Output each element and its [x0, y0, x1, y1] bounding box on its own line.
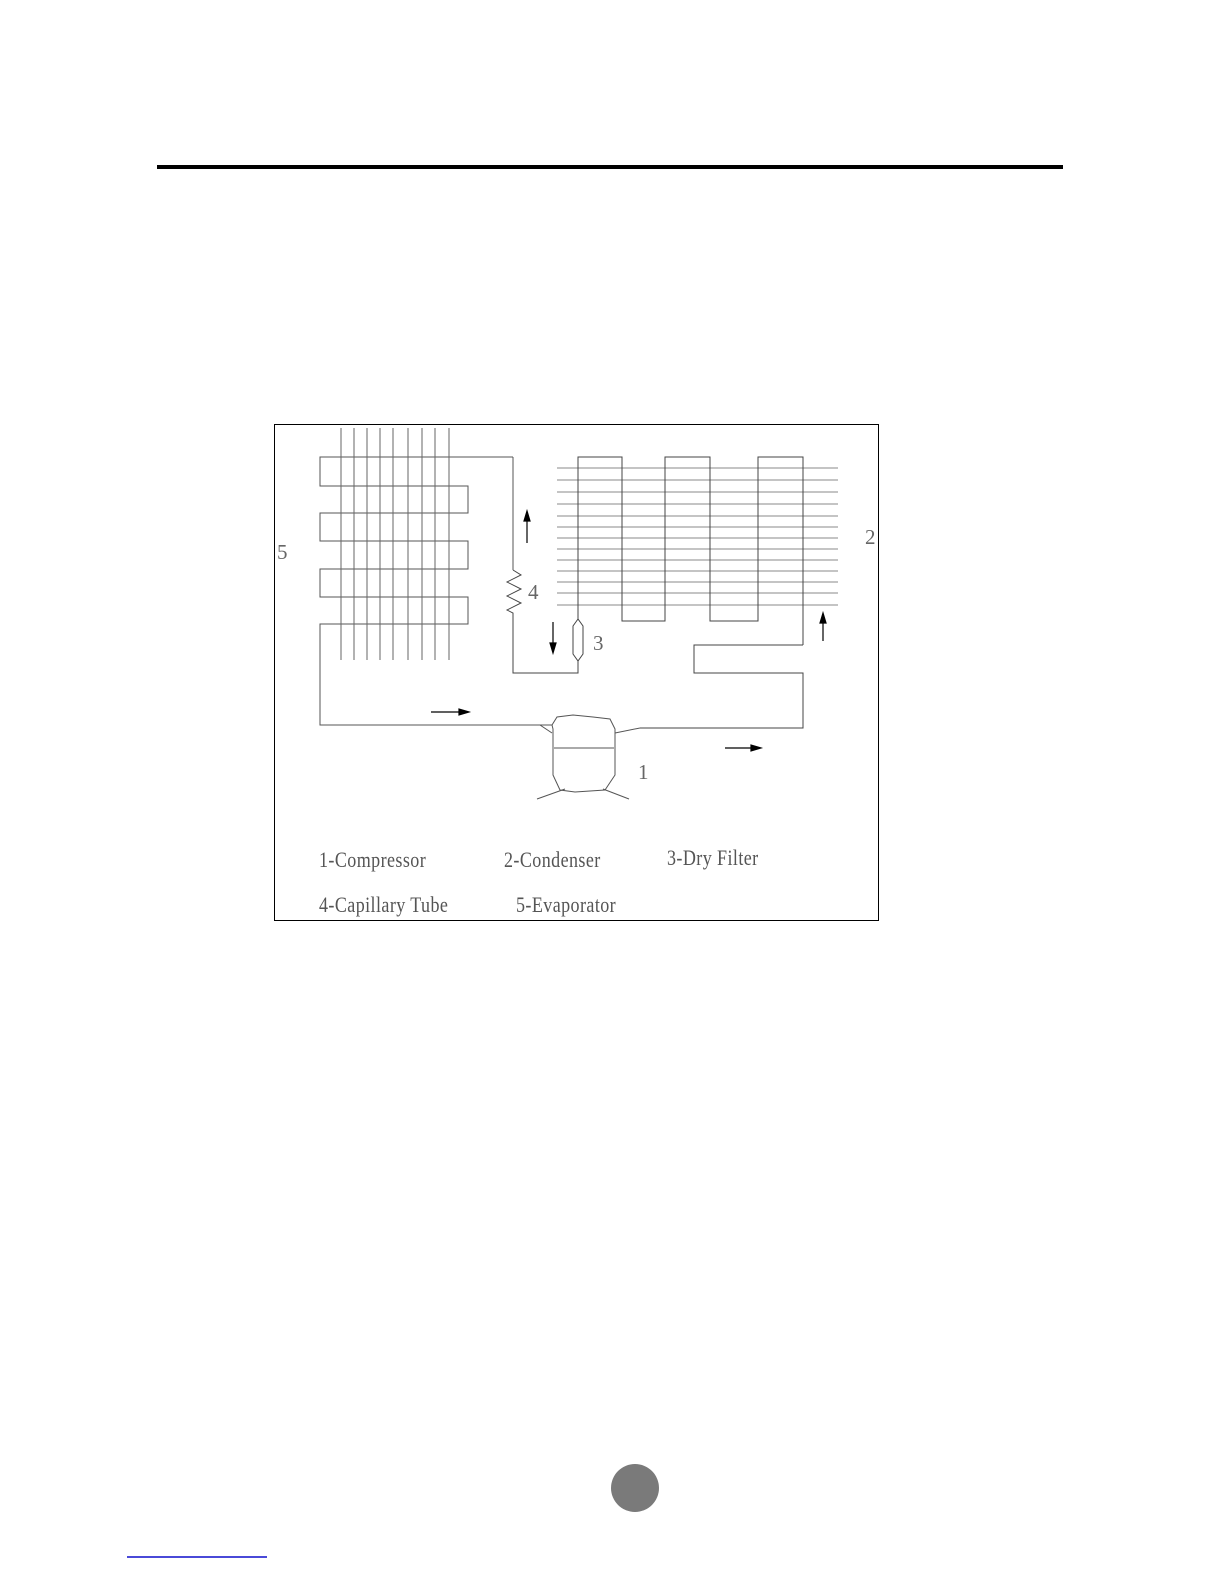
flow-arrows [431, 511, 826, 751]
legend-condenser: 2-Condenser [504, 849, 601, 871]
refrigeration-cycle-diagram: 5 2 4 3 1 1-Compressor 2-Condenser 3-Dry… [274, 424, 879, 921]
legend-capillary-tube: 4-Capillary Tube [319, 894, 448, 916]
callout-dry-filter: 3 [593, 633, 604, 654]
compressor [537, 715, 640, 799]
callout-evaporator: 5 [277, 542, 288, 563]
evaporator-fins [341, 428, 449, 660]
page-number-marker [611, 1464, 659, 1512]
legend-compressor: 1-Compressor [319, 849, 426, 871]
dry-filter [573, 619, 583, 661]
legend-dry-filter: 3-Dry Filter [667, 847, 759, 869]
footer-link-underline[interactable] [127, 1556, 267, 1558]
callout-compressor: 1 [638, 762, 649, 783]
capillary-tube [507, 570, 578, 673]
callout-condenser: 2 [865, 527, 876, 548]
legend-evaporator: 5-Evaporator [516, 894, 616, 916]
header-rule [157, 165, 1063, 169]
callout-capillary-tube: 4 [528, 582, 539, 603]
condenser-wires [557, 468, 838, 605]
